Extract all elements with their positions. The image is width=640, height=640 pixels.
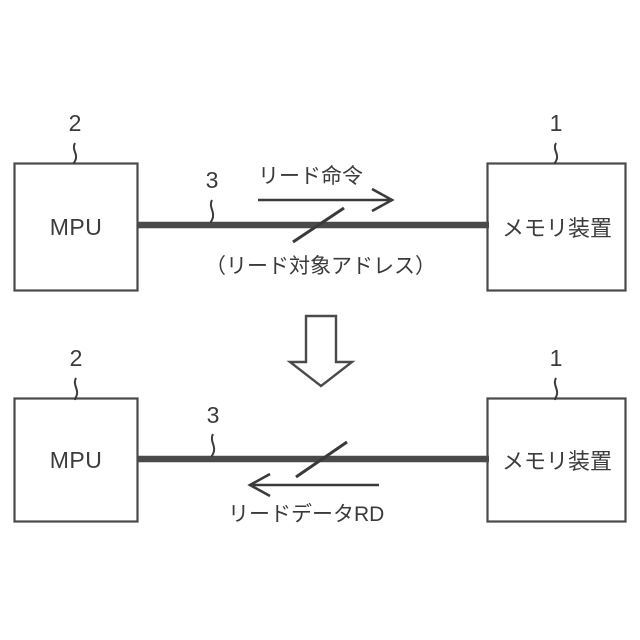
upper-mpu-ref-number: 2 [68,110,82,136]
lower-memory-box [486,397,627,523]
upper-arrow-label-above: リード命令 [258,165,363,188]
upper-bus-slash-icon [292,206,345,244]
upper-arrow-label-below: （リード対象アドレス） [205,255,436,278]
upper-flow-arrow [258,187,395,213]
lower-mpu-leader-line [73,377,79,401]
upper-mpu-box-label: MPU [49,213,103,240]
lower-mpu-box [13,397,139,523]
lower-bus-ref-number: 3 [206,402,220,428]
lower-arrow-label-below: リードデータRD [228,503,385,526]
lower-memory-box-label: メモリ装置 [501,449,612,474]
upper-memory-ref-number: 1 [549,110,563,136]
lower-flow-arrow [247,472,379,498]
transition-down-arrow-icon [286,314,356,388]
upper-memory-box [486,162,627,292]
lower-bus-slash-icon [295,440,348,479]
upper-mpu-box [13,162,139,292]
upper-mpu-leader-line [72,142,78,165]
upper-memory-box-label: メモリ装置 [501,216,612,241]
lower-bus-leader-line [210,433,216,458]
upper-memory-leader-line [553,142,559,165]
lower-memory-ref-number: 1 [549,345,563,371]
lower-memory-leader-line [553,377,559,401]
lower-mpu-ref-number: 2 [69,345,83,371]
upper-bus-leader-line [209,199,215,224]
lower-mpu-box-label: MPU [49,446,103,473]
upper-bus-ref-number: 3 [205,167,219,193]
